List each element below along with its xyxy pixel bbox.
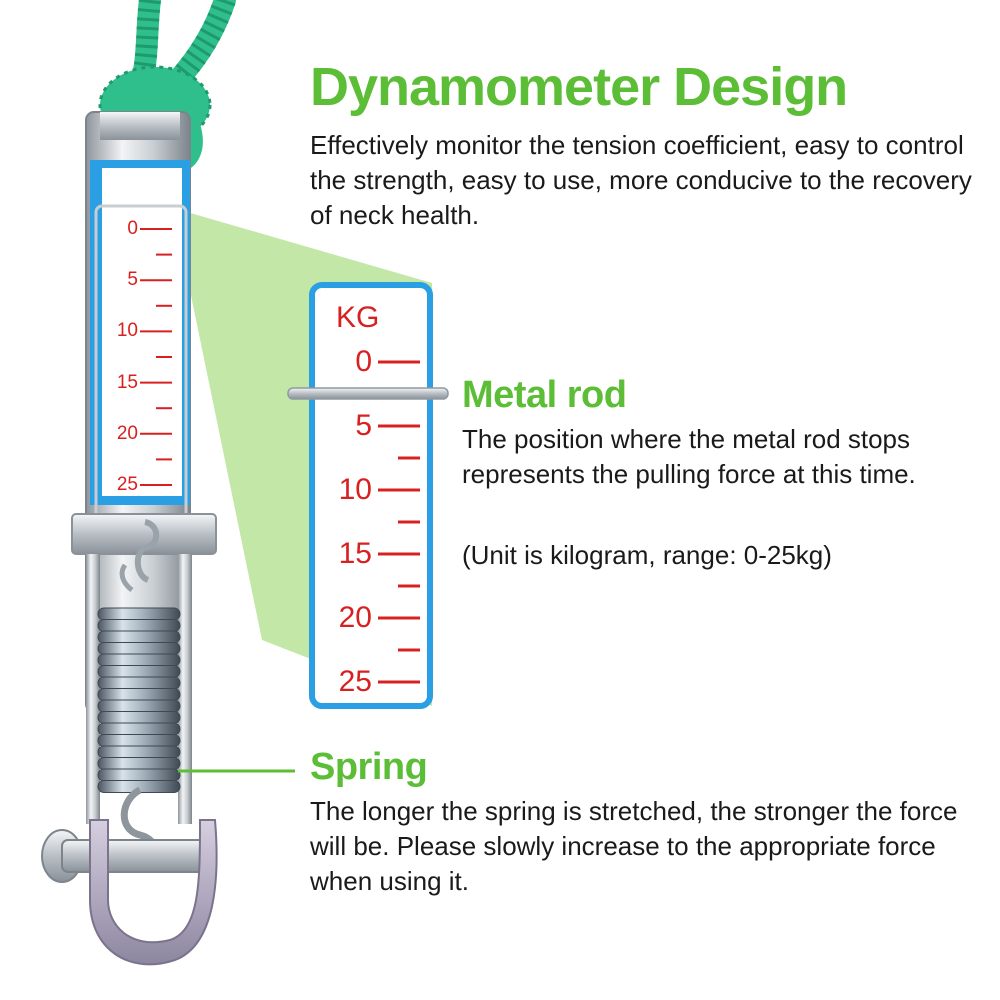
spring-coil-icon bbox=[97, 607, 181, 793]
spring-description: The longer the spring is stretched, the … bbox=[310, 796, 958, 896]
clamp-band bbox=[71, 513, 217, 555]
device-scale-label: 0 bbox=[127, 218, 138, 239]
spring-coil-ring bbox=[97, 699, 181, 713]
spring-heading: Spring bbox=[310, 746, 428, 788]
spring-coil-ring bbox=[97, 734, 181, 747]
intro-description: Effectively monitor the tension coeffici… bbox=[310, 130, 972, 230]
spring-coil-ring bbox=[97, 757, 181, 770]
zoomed-scale-label: 15 bbox=[338, 537, 372, 570]
device-scale-label: 5 bbox=[127, 269, 138, 291]
spring-coil-ring bbox=[97, 722, 181, 736]
zoomed-scale-label: 10 bbox=[338, 473, 372, 506]
spring-coil-ring bbox=[97, 688, 181, 701]
zoomed-scale-unit: KG bbox=[336, 301, 380, 334]
spring-coil-ring bbox=[97, 676, 181, 690]
zoomed-scale-label: 0 bbox=[355, 345, 372, 378]
spring-coil-ring bbox=[97, 768, 181, 782]
spring-coil-ring bbox=[97, 665, 181, 678]
hook-clamp-icon bbox=[89, 819, 218, 966]
spring-coil-ring bbox=[97, 642, 181, 655]
metal-rod-description: The position where the metal rod stops r… bbox=[462, 424, 916, 489]
metal-rod-icon bbox=[287, 387, 449, 400]
spring-coil-ring bbox=[97, 653, 181, 667]
zoomed-scale-label: 20 bbox=[338, 601, 372, 634]
device-scale-label: 25 bbox=[116, 474, 138, 495]
spring-coil-ring bbox=[97, 630, 181, 644]
spring-coil-ring bbox=[97, 745, 181, 759]
spring-coil-ring bbox=[97, 607, 181, 621]
zoomed-scale-label: 5 bbox=[355, 409, 372, 442]
device-scale-label: 20 bbox=[116, 422, 138, 444]
device-scale-label: 15 bbox=[116, 371, 138, 393]
spring-coil-ring bbox=[97, 619, 181, 632]
metal-rod-heading: Metal rod bbox=[462, 374, 627, 416]
device-scale-label: 10 bbox=[116, 320, 138, 342]
metal-rod-unit-note: (Unit is kilogram, range: 0-25kg) bbox=[462, 540, 832, 570]
spring-coil-ring bbox=[97, 711, 181, 724]
device-scale-ticks bbox=[140, 228, 172, 486]
pin-axle bbox=[61, 839, 213, 873]
page-title: Dynamometer Design bbox=[310, 57, 848, 117]
zoomed-scale-label: 25 bbox=[338, 665, 372, 698]
